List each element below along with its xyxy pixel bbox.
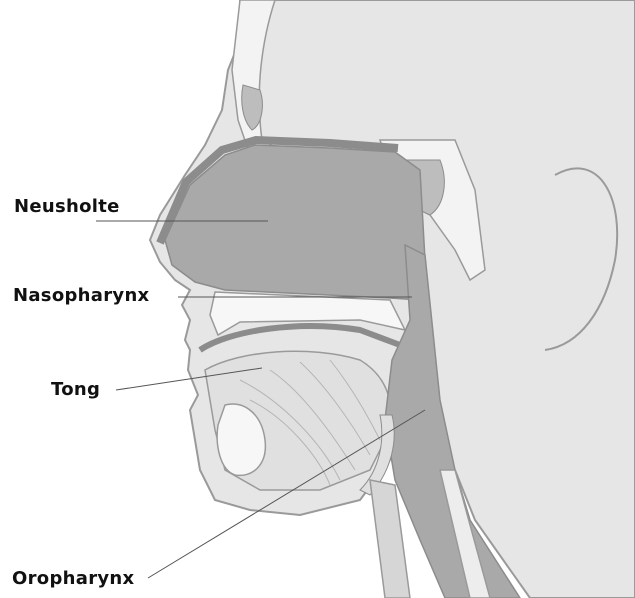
label-oropharynx: Oropharynx xyxy=(12,570,134,588)
label-nasal-cavity: Neusholte xyxy=(14,198,120,216)
label-nasopharynx: Nasopharynx xyxy=(13,287,149,305)
label-tongue: Tong xyxy=(51,381,100,399)
